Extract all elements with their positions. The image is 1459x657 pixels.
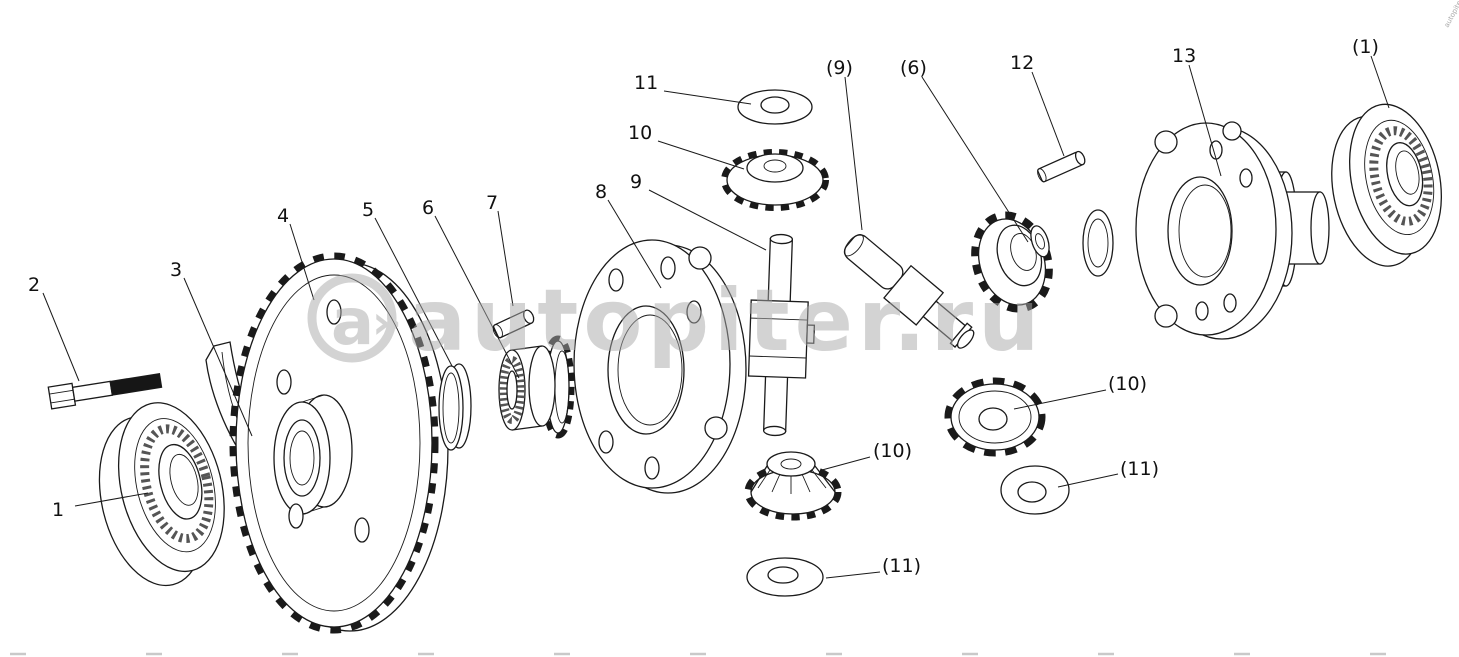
leader-line-10b [821,456,871,471]
part-label-5: 5 [362,199,374,221]
part-label-1: 1 [52,499,64,521]
part-bevel-gear-bottom [744,451,842,521]
part-label-1p: (1) [1352,36,1379,58]
part-pin-small [492,309,535,339]
leader-line-3 [183,277,253,437]
bolt-hole [1223,293,1237,313]
part-differential-case [1135,121,1330,340]
watermark-logo-chevron: » [372,295,402,349]
watermark-text: autopiter.ru [408,271,1044,371]
part-shaft-block [843,234,975,349]
rim-notch [688,246,712,270]
part-label-11b: (11) [882,555,921,577]
part-cross-shaft [747,233,816,437]
part-bevel-pinion [971,211,1053,313]
bolt-hole [660,256,676,280]
part-bolt [47,372,163,410]
part-bearing-right [1331,103,1442,267]
rim-notch [704,416,728,440]
part-spacer-ring [1082,209,1114,277]
part-ring-spacer [438,363,472,451]
part-bearing-left [98,402,225,587]
part-label-4: 4 [277,205,289,227]
leader-line-6 [434,215,520,379]
leader-line-13 [1188,64,1222,177]
part-spider-gear-right [944,377,1046,457]
leader-line-12 [1031,71,1065,157]
bolt-hole [1239,168,1253,188]
rim-notch [1222,121,1242,141]
watermark-logo-circle [307,273,397,363]
part-label-6p: (6) [900,57,927,79]
part-label-11: 11 [634,72,658,94]
part-label-10r: (10) [1108,373,1147,395]
leader-line-1 [74,492,149,507]
part-ring-gear [229,252,449,634]
part-washer-top [737,89,813,125]
bolt-hole [276,369,292,395]
part-label-9: 9 [630,171,642,193]
bolt-hole [326,299,342,325]
part-washer-right [1000,465,1070,515]
leader-line-11b [825,571,881,579]
leader-line-7 [497,210,514,307]
bolt-hole [1195,301,1209,321]
part-side-gear-top [721,149,829,211]
part-labels: 1 2 3 4 5 6 7 8 9 10 11 (9) (6) 12 13 (1… [28,36,1379,577]
leader-line-8 [607,199,662,289]
rim-notch [1154,304,1178,328]
bolt-hole [608,268,624,292]
leader-line-9p [844,76,863,231]
part-needle-bearing-pinion [498,335,575,439]
leader-line-2 [42,292,80,382]
part-label-3: 3 [170,259,182,281]
watermark-corner: autopiter.ru [1443,0,1459,29]
part-washer-bottom [746,557,824,597]
part-label-12: 12 [1010,52,1034,74]
part-label-7: 7 [486,192,498,214]
leader-line-1p [1370,55,1390,109]
part-label-10b: (10) [873,440,912,462]
bolt-hole [644,456,660,480]
part-label-2: 2 [28,274,40,296]
leader-lines [42,55,1390,579]
part-label-10: 10 [628,122,652,144]
part-label-13: 13 [1172,45,1196,67]
leader-line-5 [374,217,453,367]
leader-line-10r [1013,389,1107,410]
part-label-11r: (11) [1120,458,1159,480]
part-label-6: 6 [422,197,434,219]
leader-line-6p [921,76,1029,243]
watermark-logo-letter: a [331,286,374,360]
leader-line-4 [289,223,315,301]
bolt-hole [288,503,304,529]
rim-notch [1154,130,1178,154]
leader-line-10 [657,140,745,170]
part-label-9p: (9) [826,57,853,79]
bolt-hole [686,300,702,324]
bolt-hole [598,430,614,454]
part-pin-long [1037,150,1086,183]
watermark: a » autopiter.ru [307,271,1044,371]
leader-line-9 [648,189,767,251]
bolt-hole [354,517,370,543]
leader-line-11 [663,90,752,105]
part-flange-half-case [573,239,747,494]
part-label-8: 8 [595,181,607,203]
leader-line-11r [1057,473,1119,488]
